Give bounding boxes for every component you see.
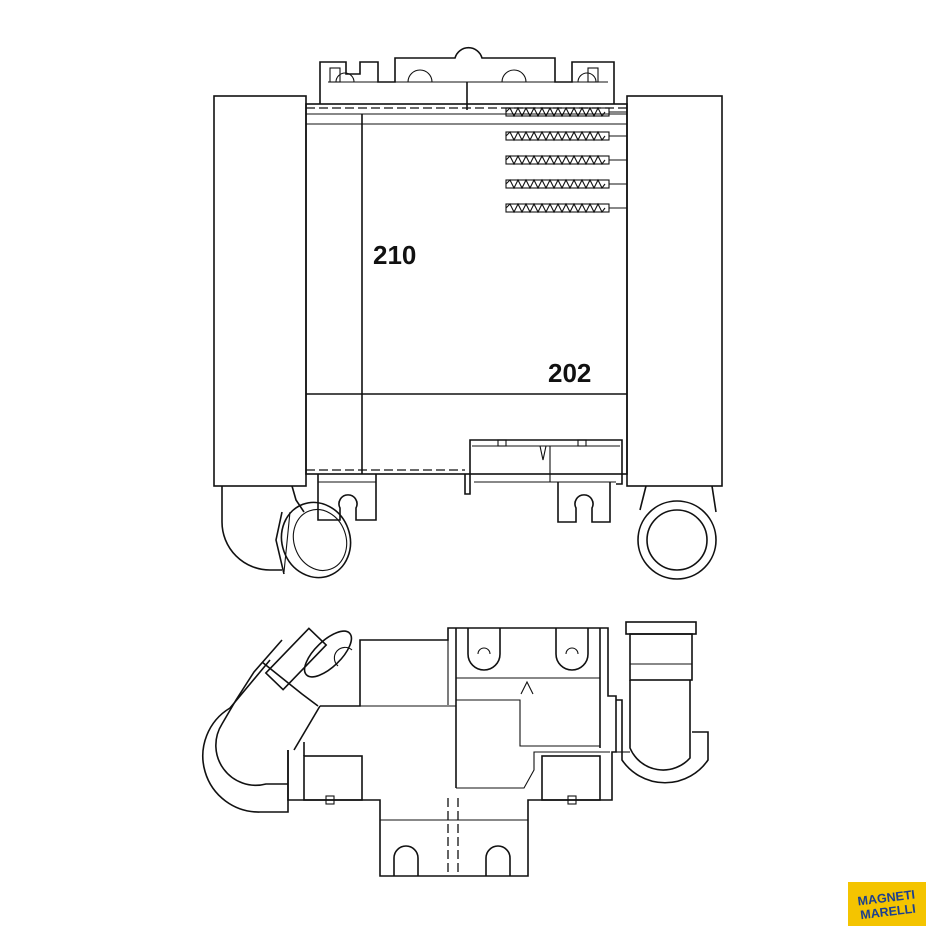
right-end-tank [626, 95, 723, 487]
right-outlet-pipe [637, 485, 717, 580]
left-end-tank [213, 95, 307, 487]
left-inlet-pipe [221, 485, 352, 579]
top-bracket [319, 46, 615, 110]
dimension-label-height: 210 [373, 240, 416, 270]
cooling-fins [505, 106, 627, 214]
bottom-bracket-right [464, 439, 623, 523]
logo-line1: MAGNETI [857, 888, 916, 909]
logo-background [848, 882, 926, 926]
brand-logo: MAGNETI MARELLI [848, 882, 926, 926]
logo-line2: MARELLI [860, 902, 917, 923]
right-elbow-pipe [616, 621, 709, 784]
front-view: 210 202 [213, 46, 723, 580]
bottom-bracket-left [317, 474, 377, 521]
dimension-label-width: 202 [548, 358, 591, 388]
core [305, 103, 628, 475]
left-elbow-pipe [202, 627, 353, 813]
top-plan-view [202, 621, 709, 877]
